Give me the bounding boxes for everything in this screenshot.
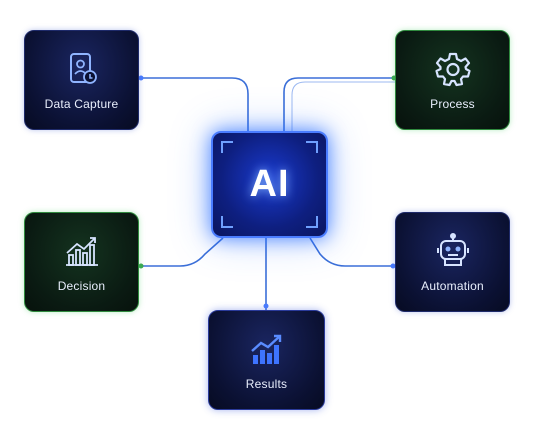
node-label: Data Capture <box>44 97 119 111</box>
connector-dot <box>263 303 269 309</box>
hub-corner <box>221 216 233 228</box>
node-decision[interactable]: Decision <box>24 212 139 312</box>
connector-dot <box>390 263 396 269</box>
hub-label: AI <box>249 163 290 205</box>
phone-id-icon <box>69 53 97 84</box>
hub-corner <box>306 141 318 153</box>
hub-corner <box>306 216 318 228</box>
connector-process <box>283 77 395 131</box>
node-label: Process <box>430 97 475 111</box>
node-results[interactable]: Results <box>208 310 325 410</box>
connector-dot <box>138 75 144 81</box>
gear-icon <box>434 52 471 87</box>
connector-dot <box>138 263 144 269</box>
connector-automation <box>309 237 395 267</box>
ai-hub[interactable]: AI <box>211 131 328 238</box>
robot-icon <box>436 233 469 266</box>
connector-decision <box>139 237 224 267</box>
node-label: Results <box>245 377 288 391</box>
node-label: Decision <box>57 279 106 293</box>
connector-data-capture <box>139 77 249 131</box>
node-label: Automation <box>421 279 484 293</box>
node-process[interactable]: Process <box>395 30 510 130</box>
bar-chart-growth-icon <box>65 237 98 266</box>
hub-corner <box>221 141 233 153</box>
node-data-capture[interactable]: Data Capture <box>24 30 139 130</box>
node-automation[interactable]: Automation <box>395 212 510 312</box>
bar-chart-trend-icon <box>250 334 281 364</box>
